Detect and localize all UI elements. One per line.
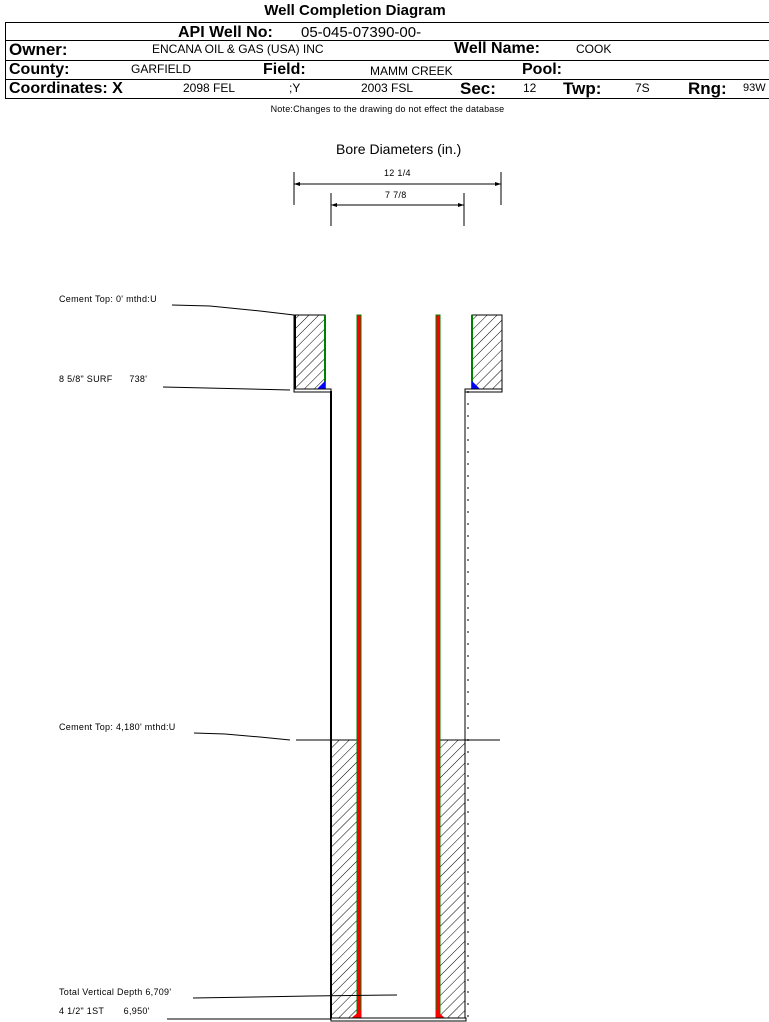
surface-shoe-left bbox=[316, 381, 325, 390]
field-value: MAMM CREEK bbox=[370, 64, 453, 78]
header-border-bottom bbox=[5, 98, 769, 99]
header-divider bbox=[5, 60, 769, 61]
api-well-label: API Well No: bbox=[178, 24, 273, 41]
annotation-cement-top-production: Cement Top: 4,180' mthd:U bbox=[59, 722, 176, 732]
coord-y-label: ;Y bbox=[289, 81, 301, 95]
header-border-top bbox=[5, 22, 769, 23]
twp-value: 7S bbox=[635, 81, 650, 95]
bore-dimension-7-7-8 bbox=[330, 193, 465, 226]
surface-cement-left bbox=[293, 314, 326, 390]
rng-value: 93W bbox=[743, 82, 766, 94]
leader-cement-top-production bbox=[193, 732, 291, 741]
surface-cement-right bbox=[471, 314, 503, 390]
bore-diameter-label: 12 1/4 bbox=[384, 168, 411, 178]
rng-label: Rng: bbox=[688, 79, 727, 98]
annotation-total-vertical-depth: Total Vertical Depth 6,709' bbox=[59, 987, 172, 997]
leader-total-depth bbox=[192, 994, 398, 999]
coord-x-value: 2098 FEL bbox=[183, 81, 236, 95]
county-value: GARFIELD bbox=[131, 62, 192, 76]
page-title: Well Completion Diagram bbox=[264, 2, 446, 19]
api-well-value: 05-045-07390-00- bbox=[301, 24, 422, 41]
bore-diameters-title: Bore Diameters (in.) bbox=[336, 141, 462, 157]
header-divider bbox=[5, 40, 769, 41]
coordinates-label: Coordinates: X bbox=[9, 80, 123, 97]
owner-label: Owner: bbox=[9, 40, 68, 59]
annotation-production-casing: 4 1/2" 1ST 6,950' bbox=[59, 1006, 150, 1016]
county-label: County: bbox=[9, 61, 70, 78]
field-label: Field: bbox=[263, 61, 306, 78]
production-cement-right bbox=[440, 740, 465, 1020]
header-divider bbox=[5, 79, 769, 80]
well-name-label: Well Name: bbox=[454, 40, 540, 57]
twp-label: Twp: bbox=[563, 79, 602, 98]
leader-surface-casing bbox=[162, 386, 291, 391]
sec-label: Sec: bbox=[460, 79, 496, 98]
leader-cement-top-surface bbox=[171, 304, 295, 316]
annotation-cement-top-surface: Cement Top: 0' mthd:U bbox=[59, 294, 157, 304]
annotation-surface-casing: 8 5/8" SURF 738' bbox=[59, 374, 148, 384]
sec-value: 12 bbox=[523, 81, 537, 95]
production-casing-right bbox=[435, 314, 441, 1021]
header-border-left bbox=[5, 22, 6, 99]
surface-shoe-right bbox=[472, 381, 481, 390]
coord-y-value: 2003 FSL bbox=[361, 81, 414, 95]
well-name-value: COOK bbox=[576, 42, 612, 56]
owner-value: ENCANA OIL & GAS (USA) INC bbox=[152, 42, 324, 56]
bore-dimension-12-1-4 bbox=[293, 172, 502, 205]
pool-label: Pool: bbox=[522, 61, 562, 78]
production-casing-left bbox=[356, 314, 362, 1021]
disclaimer-note: Note:Changes to the drawing do not effec… bbox=[270, 104, 505, 114]
production-cement-left bbox=[332, 740, 357, 1020]
bore-diameter-label: 7 7/8 bbox=[385, 190, 407, 200]
